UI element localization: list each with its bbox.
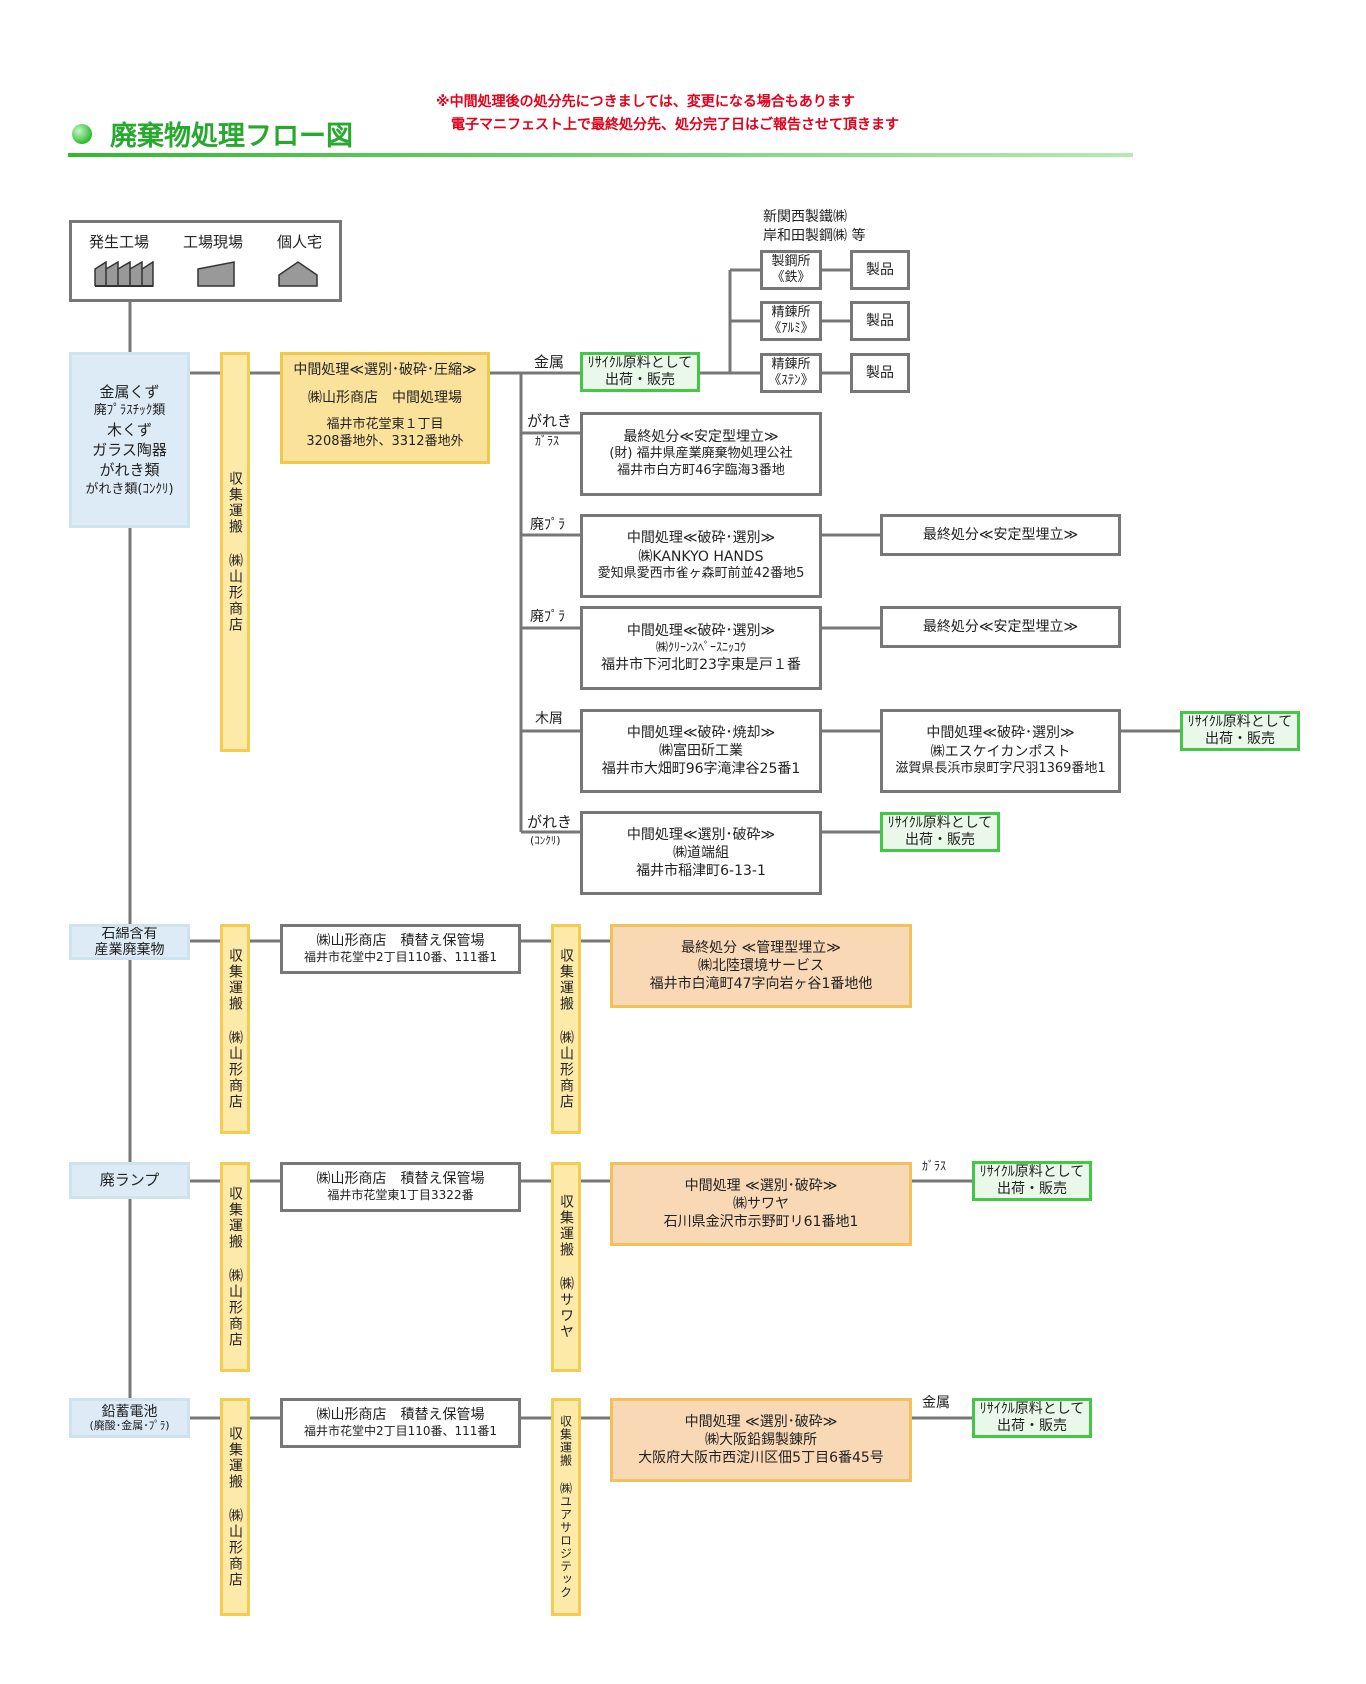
branch-label-lamp-glass: ｶﾞﾗｽ	[922, 1159, 947, 1173]
source-label-factory: 発生工場	[88, 233, 149, 251]
transport-yuasa: 収集運搬 ㈱ユアサロジテック	[551, 1398, 581, 1616]
branch-label-rubble: がれき	[527, 412, 573, 430]
building-icon	[196, 260, 235, 287]
product-aluminum: 製品	[850, 301, 910, 341]
battery-process-box: 中間処理 ≪選別･破砕≫ ㈱大阪鉛錫製錬所 大阪府大阪市西淀川区佃5丁目6番45…	[610, 1398, 912, 1482]
recycle-box-lamp: ﾘｻｲｸﾙ原料として 出荷・販売	[972, 1161, 1092, 1201]
product-steel: 製品	[850, 250, 910, 290]
yamagata-plant-address2: 3208番地外、3312番地外	[306, 434, 464, 450]
transport-yamagata-4: 収集運搬 ㈱山形商店	[220, 1162, 250, 1372]
yamagata-plant-name: ㈱山形商店 中間処理場	[308, 390, 462, 407]
house-icon	[277, 260, 318, 287]
kankyo-final-box: 最終処分≪安定型埋立≫	[880, 514, 1121, 556]
branch-label-rubble-2: がれき	[527, 813, 573, 831]
transport-yamagata-3: 収集運搬 ㈱山形商店	[551, 924, 581, 1134]
tomita-box: 中間処理≪破砕･焼却≫ ㈱富田斫工業 福井市大畑町96字滝津谷25番1	[580, 709, 822, 793]
waste-wood: 木くず	[106, 420, 152, 439]
title-underline	[68, 153, 1133, 157]
branch-label-battery-metal: 金属	[922, 1395, 950, 1411]
recycle-box-rubble: ﾘｻｲｸﾙ原料として 出荷・販売	[880, 812, 1000, 852]
notice-line-2: 電子マニフェスト上で最終処分先、処分完了日はご報告させて頂きます	[451, 117, 899, 133]
source-box: 発生工場 工場現場 個人宅	[69, 220, 342, 302]
source-label-site: 工場現場	[182, 233, 243, 251]
asbestos-source-box: 石綿含有産業廃棄物	[69, 924, 190, 960]
steelmaker-2: 岸和田製鋼㈱ 等	[763, 228, 866, 244]
asbestos-final-box: 最終処分 ≪管理型埋立≫ ㈱北陸環境サービス 福井市白滝町47字向岩ヶ谷1番地他	[610, 924, 912, 1008]
factory-icon	[93, 260, 154, 287]
branch-label-metal: 金属	[534, 353, 565, 371]
bullet-icon	[72, 123, 92, 144]
cleanspace-box: 中間処理≪破砕･選別≫ ㈱ｸﾘｰﾝｽﾍﾟｰｽﾆｯｺｳ 福井市下河北町23字東是戸…	[580, 606, 822, 690]
recycle-box-battery: ﾘｻｲｸﾙ原料として 出荷・販売	[972, 1398, 1092, 1438]
transport-yamagata-5: 収集運搬 ㈱山形商店	[220, 1398, 250, 1616]
waste-concrete: がれき類(ｺﾝｸﾘ)	[85, 481, 174, 497]
waste-metal: 金属くず	[99, 382, 160, 401]
asbestos-storage-box: ㈱山形商店 積替え保管場 福井市花堂中2丁目110番、111番1	[280, 924, 521, 974]
transport-yamagata-2: 収集運搬 ㈱山形商店	[220, 924, 250, 1134]
lamp-source-box: 廃ランプ	[69, 1162, 190, 1199]
cleanspace-final-box: 最終処分≪安定型埋立≫	[880, 606, 1121, 648]
esk-compost-box: 中間処理≪破砕･選別≫ ㈱エスケイカンポスト 滋賀県長浜市泉町字尺羽1369番地…	[880, 709, 1121, 793]
recycle-box-metal: ﾘｻｲｸﾙ原料として 出荷・販売	[580, 352, 700, 392]
notice-line-1: ※中間処理後の処分先につきましては、変更になる場合もあります	[436, 94, 855, 110]
transport-sawaya: 収集運搬 ㈱サワヤ	[551, 1162, 581, 1372]
branch-label-glass: ｶﾞﾗｽ	[535, 434, 560, 448]
steelmaker-1: 新関西製鐵㈱	[763, 209, 847, 225]
waste-rubble: がれき類	[99, 461, 160, 480]
branch-label-plastic-1: 廃ﾌﾟﾗ	[530, 517, 565, 533]
product-stainless: 製品	[850, 353, 910, 393]
douhata-box: 中間処理≪選別･破砕≫ ㈱道端組 福井市稲津町6-13-1	[580, 811, 822, 895]
kankyo-hands-box: 中間処理≪破砕･選別≫ ㈱KANKYO HANDS 愛知県愛西市雀ヶ森町前並42…	[580, 514, 822, 598]
source-label-home: 個人宅	[276, 233, 322, 251]
transport-yamagata-1: 収集運搬 ㈱山形商店	[220, 352, 250, 752]
battery-source-box: 鉛蓄電池(廃酸･金属･ﾌﾟﾗ)	[69, 1398, 190, 1438]
lamp-storage-box: ㈱山形商店 積替え保管場 福井市花堂東1丁目3322番	[280, 1162, 521, 1212]
page-title: 廃棄物処理フロー図	[72, 114, 353, 153]
waste-plastic: 廃ﾌﾟﾗｽﾁｯｸ類	[93, 403, 166, 419]
recycle-box-wood: ﾘｻｲｸﾙ原料として 出荷・販売	[1180, 711, 1300, 751]
landfill-fukui-box: 最終処分≪安定型埋立≫ (財) 福井県産業廃棄物処理公社 福井市白方町46字臨海…	[580, 412, 822, 496]
lamp-process-box: 中間処理 ≪選別･破砕≫ ㈱サワヤ 石川県金沢市示野町リ61番地1	[610, 1162, 912, 1246]
battery-storage-box: ㈱山形商店 積替え保管場 福井市花堂中2丁目110番、111番1	[280, 1398, 521, 1448]
page-title-text: 廃棄物処理フロー図	[110, 121, 353, 152]
refinery-aluminum: 精錬所《ｱﾙﾐ》	[760, 301, 822, 341]
yamagata-plant-box: 中間処理≪選別･破砕･圧縮≫ ㈱山形商店 中間処理場 福井市花堂東１丁目 320…	[280, 352, 490, 464]
branch-label-wood: 木屑	[535, 711, 563, 727]
branch-label-concrete: (ｺﾝｸﾘ)	[530, 834, 561, 847]
yamagata-plant-address1: 福井市花堂東１丁目	[326, 417, 444, 433]
metal-waste-box: 金属くず 廃ﾌﾟﾗｽﾁｯｸ類 木くず ガラス陶器 がれき類 がれき類(ｺﾝｸﾘ)	[69, 352, 190, 528]
refinery-stainless: 精錬所《ｽﾃﾝ》	[760, 353, 822, 393]
refinery-steel: 製鋼所《鉄》	[760, 250, 822, 290]
yamagata-plant-process: 中間処理≪選別･破砕･圧縮≫	[293, 362, 477, 378]
waste-glass: ガラス陶器	[92, 441, 167, 459]
branch-label-plastic-2: 廃ﾌﾟﾗ	[530, 609, 565, 625]
